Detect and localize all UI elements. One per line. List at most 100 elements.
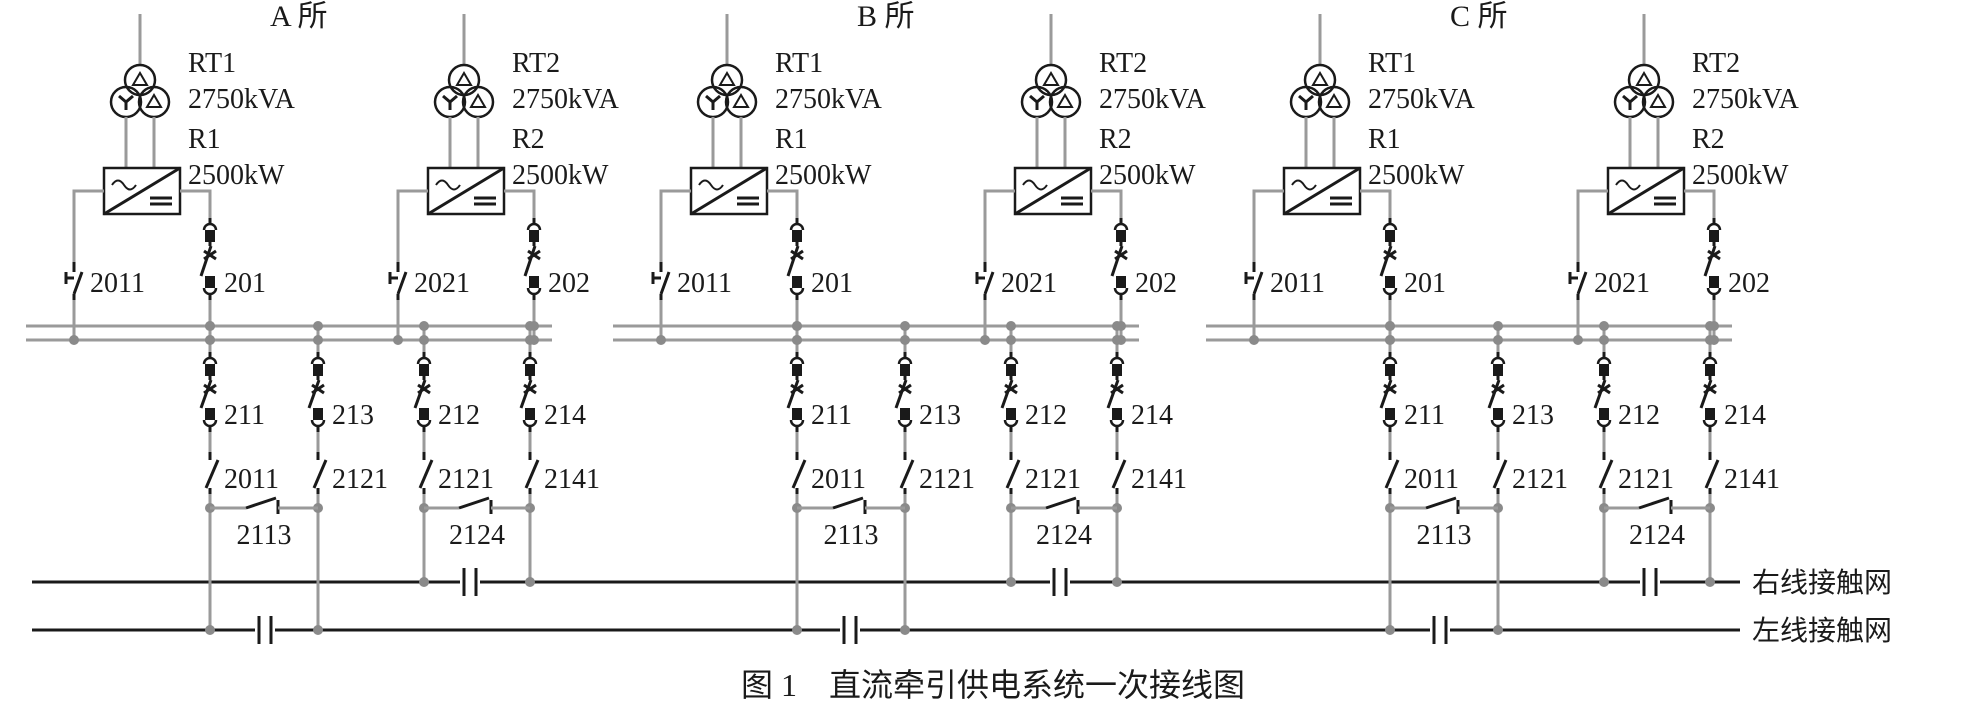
wye-glyph xyxy=(712,94,721,104)
insulator-gap xyxy=(1430,626,1450,634)
breaker-label: 201 xyxy=(224,268,266,299)
bus-junction xyxy=(656,335,666,345)
rectifier-rating: 2500kW xyxy=(512,160,609,191)
rectifier-positive-lead xyxy=(180,189,212,218)
tie-blade xyxy=(1638,496,1670,510)
breaker-contact-bottom xyxy=(205,408,215,420)
dc-breaker-symbol xyxy=(1000,352,1019,432)
bus-junction xyxy=(900,335,910,345)
delta-glyph xyxy=(1325,93,1343,108)
transformer-symbol xyxy=(1289,63,1351,119)
disconnect-switch-symbol xyxy=(524,452,540,494)
transformer-symbol xyxy=(109,63,171,119)
dc-breaker-symbol xyxy=(786,352,805,432)
switch-blade xyxy=(1005,459,1021,489)
feeder-switch-label: 2011 xyxy=(1404,464,1459,495)
delta-glyph xyxy=(1649,93,1667,108)
isolator-blade xyxy=(72,271,84,295)
section-insulator xyxy=(255,616,275,644)
breaker-blade xyxy=(1110,245,1124,277)
transformer-winding xyxy=(710,63,744,97)
rectifier-symbol xyxy=(689,166,769,216)
breaker-plug-top xyxy=(1702,356,1718,365)
breaker-contact-top xyxy=(1116,230,1126,242)
isolator-label: 2011 xyxy=(90,268,145,299)
isolator-blade xyxy=(1576,271,1588,295)
breaker-plug-top xyxy=(789,356,805,365)
disconnect-switch-symbol xyxy=(1492,452,1508,494)
wye-glyph xyxy=(442,94,451,104)
contact-junction xyxy=(1112,577,1122,587)
breaker-plug-top xyxy=(897,356,913,365)
transformer-rating: 2750kVA xyxy=(188,84,296,115)
rectifier-positive-lead xyxy=(767,189,799,218)
rectifier-diagonal xyxy=(1014,166,1092,216)
breaker-cross xyxy=(203,383,217,395)
insulator-gap xyxy=(255,626,275,634)
isolator-switch-symbol xyxy=(651,262,671,300)
insulator-gap xyxy=(840,626,860,634)
breaker-cross xyxy=(523,383,537,395)
section-insulator xyxy=(460,568,480,596)
dc-breaker-symbol xyxy=(1699,352,1718,432)
breaker-blade xyxy=(1000,379,1014,409)
breaker-contact-top xyxy=(205,364,215,376)
dc-breaker-symbol xyxy=(1593,352,1612,432)
transformer-rating: 2750kVA xyxy=(1692,84,1800,115)
rectifier-rating: 2500kW xyxy=(1368,160,1465,191)
disconnect-switch-symbol xyxy=(312,452,328,494)
isolator-blade xyxy=(659,271,671,295)
breaker-cross xyxy=(1114,249,1128,261)
breaker-contact-top xyxy=(313,364,323,376)
delta-glyph xyxy=(732,93,750,108)
contact-junction xyxy=(1705,577,1715,587)
tie-blade xyxy=(245,496,277,510)
breaker-contact-top xyxy=(1599,364,1609,376)
ac-glyph xyxy=(1022,179,1048,191)
delta-glyph xyxy=(455,71,473,86)
delta-glyph xyxy=(469,93,487,108)
breaker-plug-bottom xyxy=(310,419,326,428)
transformer-name: RT1 xyxy=(1368,48,1416,79)
delta-glyph xyxy=(145,93,163,108)
rectifier-name: R1 xyxy=(775,124,808,155)
tie-blade xyxy=(1045,496,1077,510)
transformer-symbol xyxy=(1613,63,1675,119)
bus-junction xyxy=(205,321,215,331)
tie-switch-symbol xyxy=(1604,496,1710,514)
breaker-contact-bottom xyxy=(419,408,429,420)
substation-name: C 所 xyxy=(1450,0,1508,33)
breaker-contact-bottom xyxy=(1705,408,1715,420)
breaker-blade xyxy=(307,379,321,409)
dc-breaker-symbol xyxy=(199,352,218,432)
isolator-switch-symbol xyxy=(64,262,84,300)
breaker-blade xyxy=(786,379,800,409)
breaker-plug-bottom xyxy=(202,287,218,296)
feeder-breaker-label: 212 xyxy=(1618,400,1660,431)
breaker-blade xyxy=(413,379,427,409)
switch-blade xyxy=(1111,459,1127,489)
feeder-switch-label: 2121 xyxy=(332,464,388,495)
tie-switch-label: 2113 xyxy=(237,520,292,551)
breaker-blade xyxy=(1379,379,1393,409)
substation-name: B 所 xyxy=(857,0,915,33)
tie-blade xyxy=(832,496,864,510)
bus-junction xyxy=(1493,335,1503,345)
rectifier-rating: 2500kW xyxy=(1099,160,1196,191)
bus-junction xyxy=(1006,321,1016,331)
breaker-contact-top xyxy=(1112,364,1122,376)
rectifier-name: R2 xyxy=(512,124,545,155)
dc-breaker-symbol xyxy=(519,352,538,432)
wye-glyph xyxy=(1029,94,1038,104)
transformer-name: RT2 xyxy=(1099,48,1147,79)
ac-glyph xyxy=(111,179,137,191)
breaker-contact-bottom xyxy=(792,276,802,288)
tie-switch-label: 2124 xyxy=(1036,520,1092,551)
rectifier-name: R2 xyxy=(1692,124,1725,155)
dc-breaker-symbol xyxy=(413,352,432,432)
breaker-contact-bottom xyxy=(525,408,535,420)
breaker-plug-top xyxy=(1382,356,1398,365)
breaker-plug-bottom xyxy=(1382,287,1398,296)
